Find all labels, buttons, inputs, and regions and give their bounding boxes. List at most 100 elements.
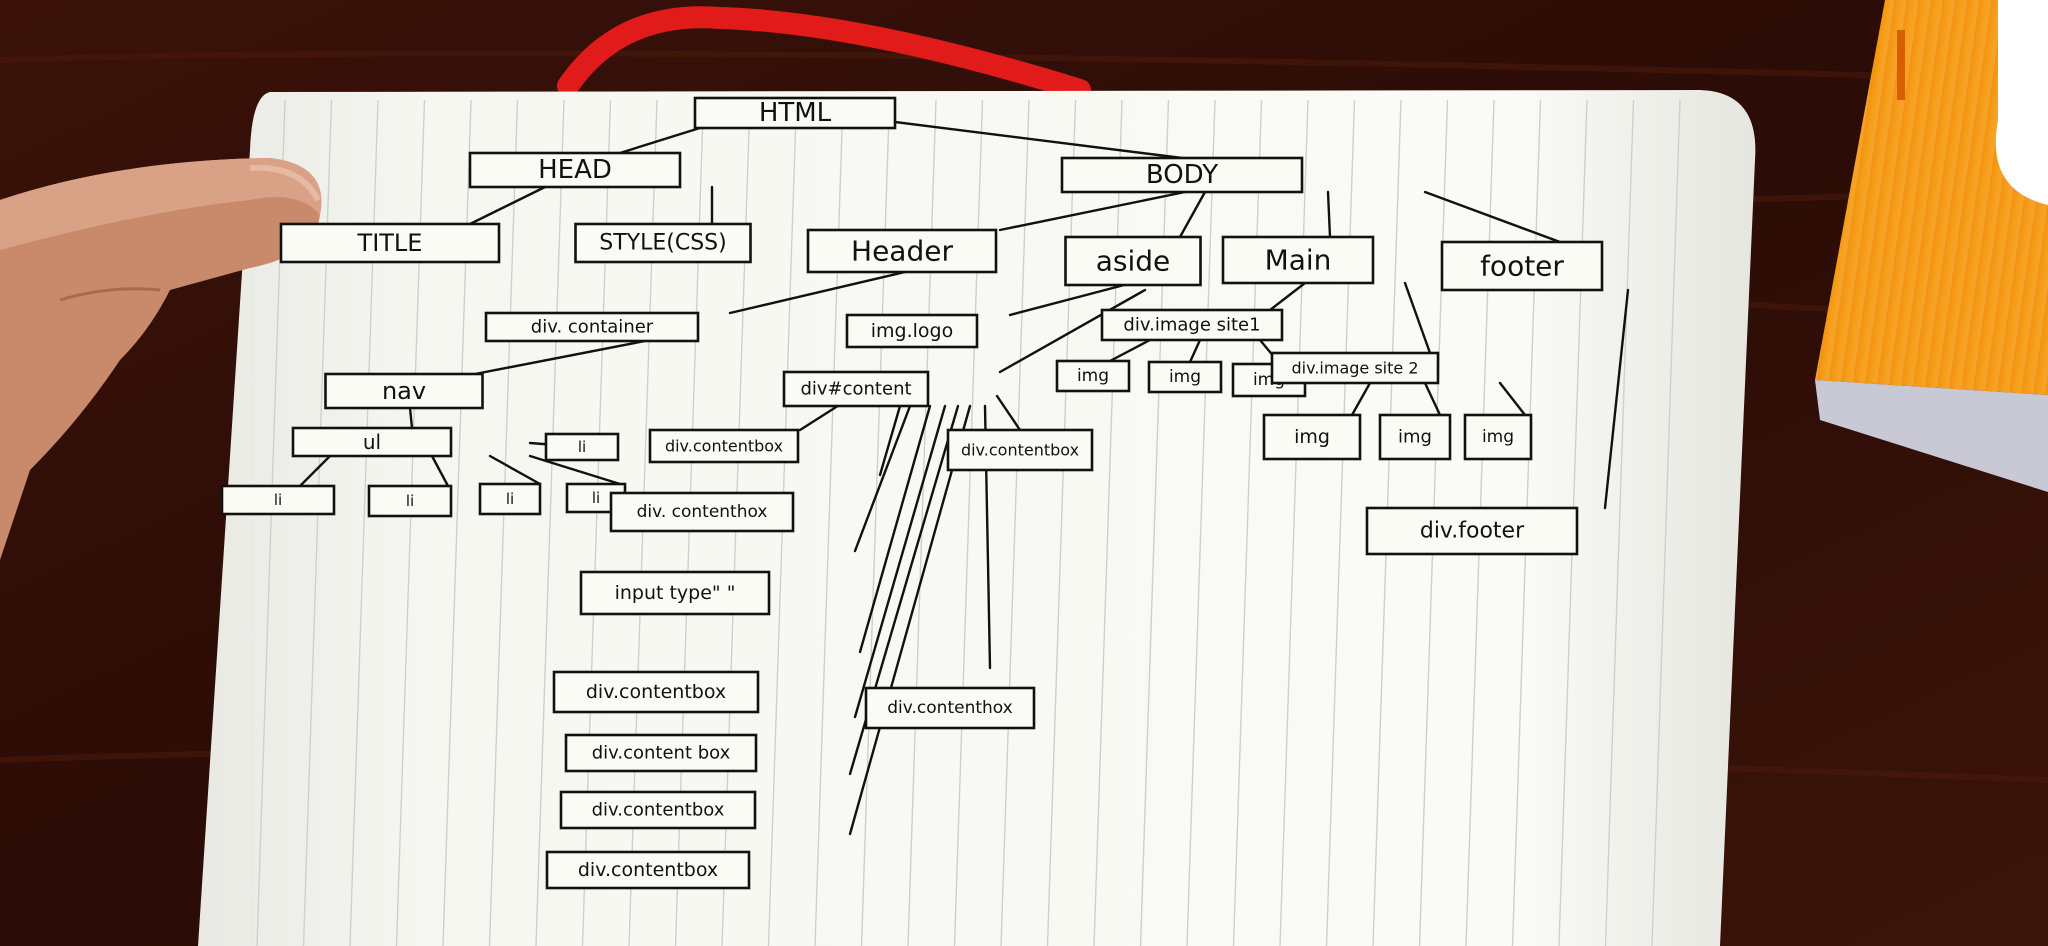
edge-15 — [430, 454, 450, 488]
node-box — [552, 670, 760, 714]
node-box — [579, 570, 771, 616]
edge-22 — [853, 404, 947, 719]
node-label: div.contenthox — [887, 698, 1012, 718]
node-input: input type" " — [579, 570, 771, 616]
edge-14 — [298, 454, 332, 488]
node-label: aside — [1096, 245, 1171, 278]
node-cb-6: div.contentbox — [545, 850, 751, 890]
node-box — [1262, 413, 1362, 461]
node-label: img — [1482, 427, 1514, 447]
node-label: div#content — [800, 379, 911, 400]
notebook-page — [198, 90, 1756, 946]
edge-2 — [468, 185, 547, 226]
node-head: HEAD — [468, 151, 682, 189]
node-label: BODY — [1146, 160, 1218, 190]
node-label: div.image site 2 — [1292, 359, 1419, 378]
node-box — [478, 482, 542, 516]
edge-28 — [1403, 281, 1432, 355]
hand — [0, 158, 322, 560]
node-div-image-site1: div.image site1 — [1100, 308, 1284, 342]
node-box — [1365, 506, 1579, 556]
node-label: ul — [363, 430, 381, 454]
edge-19 — [878, 404, 902, 477]
node-box — [367, 484, 453, 518]
diagram-edges — [298, 115, 1630, 836]
edge-16 — [488, 454, 542, 486]
node-aside: aside — [1064, 235, 1202, 287]
node-footer: footer — [1440, 240, 1604, 292]
node-box — [1060, 156, 1304, 194]
node-box — [1378, 413, 1452, 461]
node-cb-7: div.contentbox — [946, 428, 1094, 472]
node-label: img — [1169, 367, 1201, 387]
node-li-1: li — [544, 432, 620, 462]
node-box — [545, 850, 751, 890]
node-box — [609, 491, 795, 533]
node-cb-8: div.contenthox — [864, 686, 1036, 730]
node-label: footer — [1480, 250, 1564, 283]
node-label: img — [1077, 366, 1109, 386]
node-box — [324, 372, 484, 410]
node-style: STYLE(CSS) — [574, 222, 752, 264]
node-main: Main — [1221, 235, 1375, 285]
node-img-1: img — [1055, 359, 1131, 393]
node-label: div.footer — [1420, 519, 1525, 544]
node-box — [845, 313, 979, 349]
edge-20 — [853, 404, 912, 553]
node-body: BODY — [1060, 156, 1304, 194]
edge-11 — [473, 339, 647, 376]
node-label: div.contentbox — [586, 681, 726, 703]
node-box — [1055, 359, 1131, 393]
node-box — [782, 370, 930, 408]
node-label: img.logo — [871, 320, 953, 342]
edge-27 — [1268, 281, 1307, 312]
node-cb-3: div.contentbox — [552, 670, 760, 714]
edge-9 — [1008, 282, 1130, 317]
node-img-logo: img.logo — [845, 313, 979, 349]
node-box — [864, 686, 1036, 730]
node-box — [806, 228, 998, 274]
node-img-2: img — [1147, 360, 1223, 394]
node-label: li — [274, 491, 282, 509]
node-label: div. container — [531, 317, 654, 338]
node-label: div.contentbox — [578, 859, 718, 881]
node-div-image-site2: div.image site 2 — [1270, 351, 1440, 385]
orange-box — [1815, 0, 2048, 492]
node-label: STYLE(CSS) — [599, 231, 726, 256]
diagram-nodes: HTML HEAD BODY TITLE STYLE(CSS) Header aside Ma… — [220, 96, 1604, 890]
edge-33 — [1423, 381, 1442, 417]
node-label: li — [592, 489, 600, 507]
node-html: HTML — [693, 96, 897, 130]
node-title: TITLE — [279, 222, 501, 264]
ribbon-bookmark — [557, 6, 1091, 101]
node-div-container: div. container — [484, 311, 700, 343]
node-label: div.contentbox — [592, 800, 725, 821]
node-label: li — [506, 490, 514, 508]
node-img-4: img — [1262, 413, 1362, 461]
node-header: Header — [806, 228, 998, 274]
edge-1 — [853, 115, 1184, 160]
node-ul: ul — [291, 426, 453, 458]
node-img-6: img — [1463, 413, 1533, 461]
node-label: Main — [1265, 244, 1332, 277]
node-label: div.contentbox — [961, 441, 1079, 460]
node-box — [1221, 235, 1375, 285]
node-label: HEAD — [538, 155, 612, 185]
node-label: TITLE — [357, 229, 423, 257]
node-label: div.contentbox — [665, 437, 783, 456]
node-label: li — [406, 492, 414, 510]
node-box — [559, 790, 757, 830]
edge-30 — [1188, 338, 1202, 364]
edge-7 — [1423, 190, 1562, 244]
edge-35 — [1603, 288, 1630, 510]
node-div-content: div#content — [782, 370, 930, 408]
edge-10 — [998, 288, 1147, 374]
node-box — [1147, 360, 1223, 394]
edge-21 — [858, 404, 932, 654]
node-label: div.image site1 — [1123, 315, 1260, 336]
edge-4 — [998, 190, 1187, 232]
node-label: img — [1294, 426, 1330, 448]
node-box — [544, 432, 620, 462]
node-label: HTML — [759, 98, 832, 128]
node-label: img — [1398, 427, 1432, 448]
